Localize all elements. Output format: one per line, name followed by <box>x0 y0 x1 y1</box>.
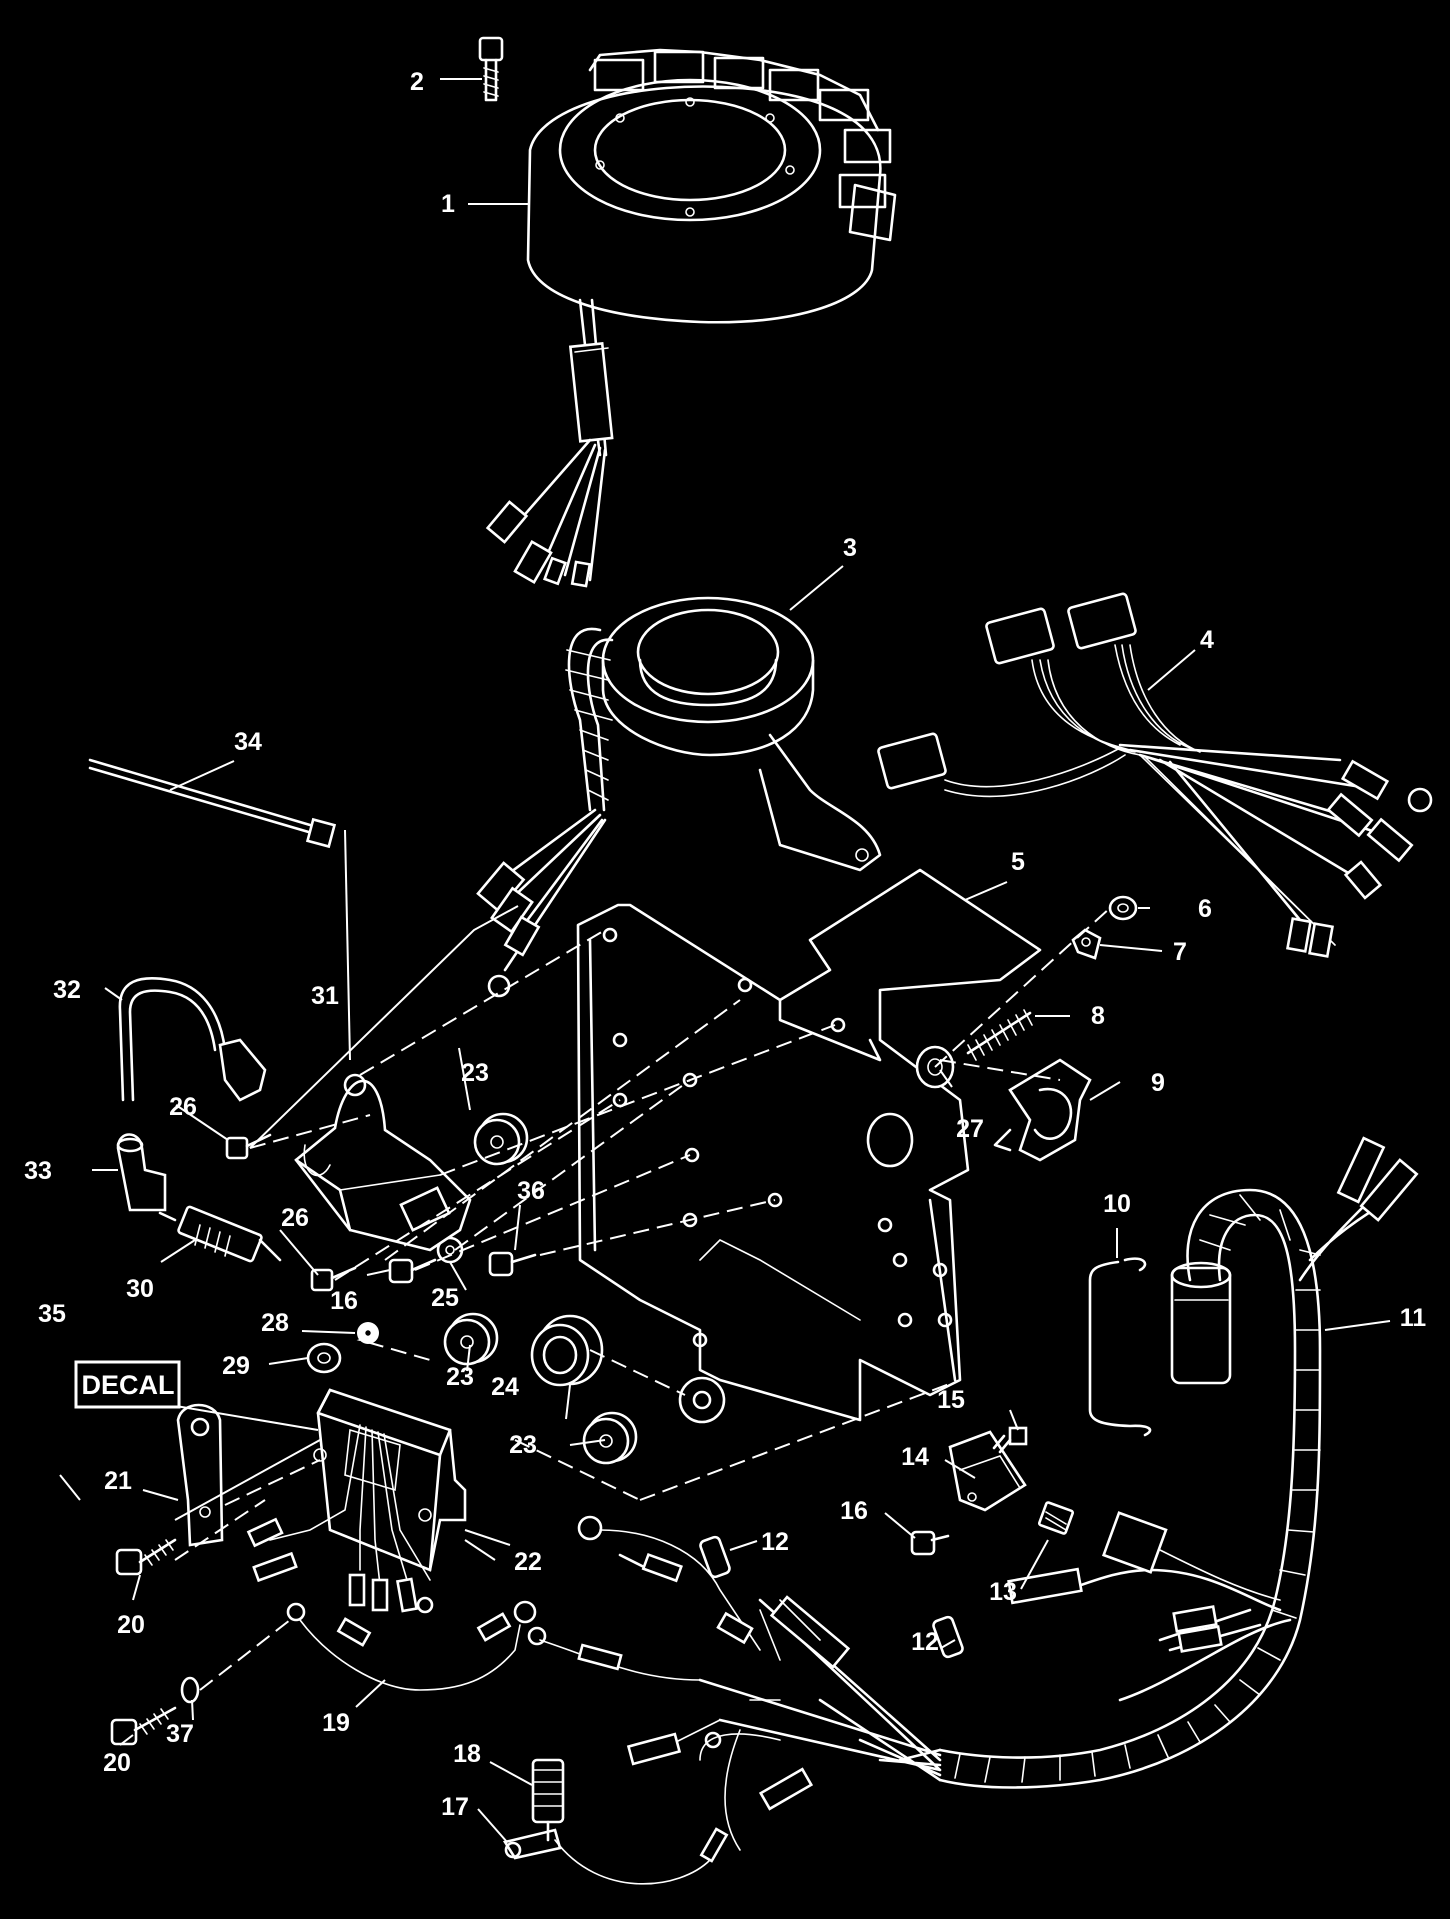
spring-18-part <box>531 1758 565 1842</box>
spark-plug-lead-part <box>118 977 267 1102</box>
clip-part <box>1071 928 1102 960</box>
callout-25: 25 <box>431 1284 459 1312</box>
callout-1: 1 <box>441 190 455 218</box>
callout-8: 8 <box>1091 1002 1105 1030</box>
callout-22: 22 <box>514 1548 542 1576</box>
callout-2: 2 <box>410 68 424 96</box>
assembly-lines <box>174 907 1111 1691</box>
callout-17: 17 <box>441 1793 469 1821</box>
screw-16b-part <box>388 1258 437 1284</box>
callout-23: 23 <box>461 1059 489 1087</box>
callout-16: 16 <box>840 1497 868 1525</box>
callout-23c: 23 <box>509 1431 537 1459</box>
callout-20b: 20 <box>103 1749 131 1777</box>
callout-14: 14 <box>901 1443 929 1471</box>
trigger-coil-part <box>476 596 882 998</box>
spark-plug-part <box>158 1205 282 1263</box>
bracket-plate-part <box>576 868 1042 1424</box>
callout-labels: 1 2 3 4 5 6 7 8 9 10 11 12 12 13 14 15 1… <box>24 68 1426 1821</box>
callout-6: 6 <box>1198 895 1212 923</box>
stator-screw-part <box>478 36 504 102</box>
leader-lines <box>59 78 1391 1843</box>
nut-part <box>1108 895 1138 921</box>
ground-terminal-part <box>502 1827 729 1885</box>
callout-32: 32 <box>53 976 81 1004</box>
screw-26b-part <box>310 1266 357 1292</box>
callout-11: 11 <box>1400 1304 1427 1332</box>
screw-36-part <box>488 1251 537 1277</box>
fuse-holder-part <box>948 1430 1027 1512</box>
callout-9: 9 <box>1151 1069 1165 1097</box>
screw-20-part <box>115 1538 177 1576</box>
callout-4: 4 <box>1200 626 1214 654</box>
callout-27: 27 <box>956 1115 984 1143</box>
callout-35: 35 <box>38 1300 66 1328</box>
callout-33: 33 <box>24 1157 52 1185</box>
callout-20: 20 <box>117 1611 145 1639</box>
tie-strap-part <box>88 758 337 849</box>
callout-37: 37 <box>166 1720 194 1748</box>
callout-19: 19 <box>322 1709 350 1737</box>
callout-26b: 26 <box>281 1204 309 1232</box>
callout-34: 34 <box>234 728 262 756</box>
screw-26a-part <box>225 1133 272 1160</box>
callout-3: 3 <box>843 534 857 562</box>
ignition-coil-part <box>294 1073 472 1252</box>
callout-12: 12 <box>761 1528 789 1556</box>
main-harness-part <box>527 1136 1419 1851</box>
clamp-part <box>993 1058 1092 1162</box>
spark-plug-boot-part <box>116 1133 167 1212</box>
grommet-23b-part <box>443 1312 499 1366</box>
callout-18: 18 <box>453 1740 481 1768</box>
callout-28: 28 <box>261 1309 289 1337</box>
callout-23b: 23 <box>446 1363 474 1391</box>
stator-part <box>485 48 897 588</box>
suppressor-part <box>1170 1261 1232 1385</box>
fuse-part <box>1038 1501 1074 1535</box>
washer-37-part <box>180 1676 200 1704</box>
callout-36: 36 <box>517 1177 545 1205</box>
spring-part <box>966 1009 1033 1061</box>
callout-24: 24 <box>491 1373 519 1401</box>
callout-21: 21 <box>104 1467 132 1495</box>
callout-5: 5 <box>1011 848 1025 876</box>
control-module-part <box>246 1388 467 1614</box>
callout-7: 7 <box>1173 938 1187 966</box>
wire-clamp-part <box>176 1403 224 1547</box>
grommet-24-part <box>530 1314 604 1387</box>
callout-29: 29 <box>222 1352 250 1380</box>
ground-strap-part <box>286 1600 537 1691</box>
grommet-23c-part <box>582 1411 638 1465</box>
screw-16-part <box>910 1530 950 1556</box>
retaining-wire-part <box>1088 1257 1152 1437</box>
terminal-boot-part <box>699 1535 964 1659</box>
harness-connectors-part <box>877 592 1433 958</box>
grommet-23a-part <box>473 1112 529 1166</box>
callout-26: 26 <box>169 1093 197 1121</box>
callout-16b: 16 <box>330 1287 358 1315</box>
decal-label: DECAL <box>74 1360 181 1409</box>
decal-text: DECAL <box>82 1370 175 1400</box>
callout-15: 15 <box>937 1386 965 1414</box>
nut-29-part <box>306 1342 342 1374</box>
callout-31: 31 <box>311 982 339 1010</box>
callout-12b: 12 <box>911 1628 939 1656</box>
callout-13: 13 <box>989 1578 1017 1606</box>
callout-10: 10 <box>1103 1190 1131 1218</box>
callout-30: 30 <box>126 1275 154 1303</box>
